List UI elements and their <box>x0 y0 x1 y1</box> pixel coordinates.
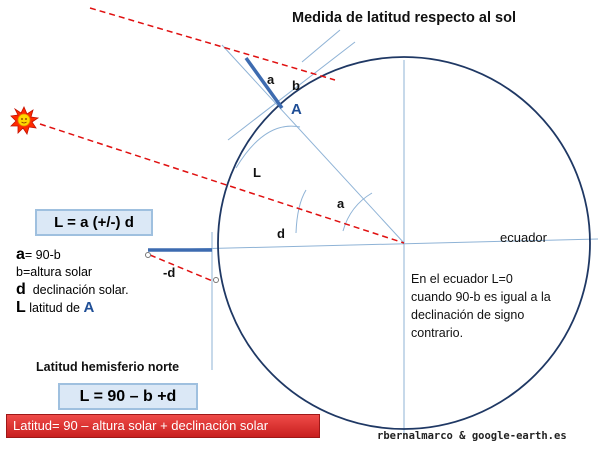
equator-note: En el ecuador L=0 cuando 90-b es igual a… <box>411 272 551 340</box>
legend-text: b=altura solar <box>16 265 93 279</box>
legend-symbol: a <box>16 246 25 263</box>
sun-ray-shadow <box>149 254 216 283</box>
northern-formula-box: L = 90 – b +d <box>58 383 198 410</box>
sun-core <box>17 113 31 127</box>
earth-circle <box>217 56 591 430</box>
legend-symbol: d <box>16 281 26 298</box>
gnomon-tip-dot <box>145 252 151 258</box>
legend-symbol: L <box>16 299 26 316</box>
label-b-top: b <box>292 78 300 93</box>
gnomon-A <box>244 56 284 110</box>
legend: a= 90-b b=altura solar d declinación sol… <box>16 246 129 317</box>
sun-mouth <box>21 121 27 124</box>
sun-ray-center <box>39 123 405 244</box>
latitude-banner: Latitud= 90 – altura solar + declinación… <box>6 414 320 438</box>
northern-hemisphere-title: Latitud hemisferio norte <box>36 360 180 374</box>
label-L: L <box>253 165 261 180</box>
sun-ray-upper <box>89 7 336 81</box>
shadow-end-dot <box>213 277 219 283</box>
label-point-A: A <box>291 101 302 118</box>
legend-text: = 90-b <box>24 248 61 262</box>
formula-box: L = a (+/-) d <box>35 209 153 236</box>
radius-to-A <box>221 44 405 244</box>
legend-line-d: d declinación solar. <box>16 281 129 299</box>
guide-lines <box>149 29 599 435</box>
legend-line-a: a= 90-b <box>16 246 129 264</box>
horizon-tangent-2 <box>301 29 341 63</box>
diagram-title: Medida de latitud respecto al sol <box>292 10 516 26</box>
label-d: d <box>277 226 285 241</box>
sun-eye-right <box>25 118 27 120</box>
sun-icon <box>10 106 40 135</box>
horizon-tangent <box>227 41 356 141</box>
legend-text: latitud de <box>25 301 84 315</box>
sun-rays <box>39 7 405 283</box>
legend-text: declinación solar. <box>25 283 129 297</box>
legend-line-L: L latitud de A <box>16 299 129 317</box>
arc-L <box>235 125 301 169</box>
credit-text: rbernalmarco & google-earth.es <box>377 430 567 442</box>
arc-a-center <box>342 192 373 232</box>
label-ecuador: ecuador <box>500 230 547 245</box>
label-a-center: a <box>337 196 345 211</box>
legend-line-b: b=altura solar <box>16 264 129 281</box>
equator-line <box>149 238 599 251</box>
arc-d <box>295 189 307 234</box>
sun-eye-left <box>21 118 23 120</box>
label-minus-d: -d <box>163 265 176 280</box>
label-a-top: a <box>267 72 275 87</box>
legend-point-A: A <box>83 299 95 316</box>
